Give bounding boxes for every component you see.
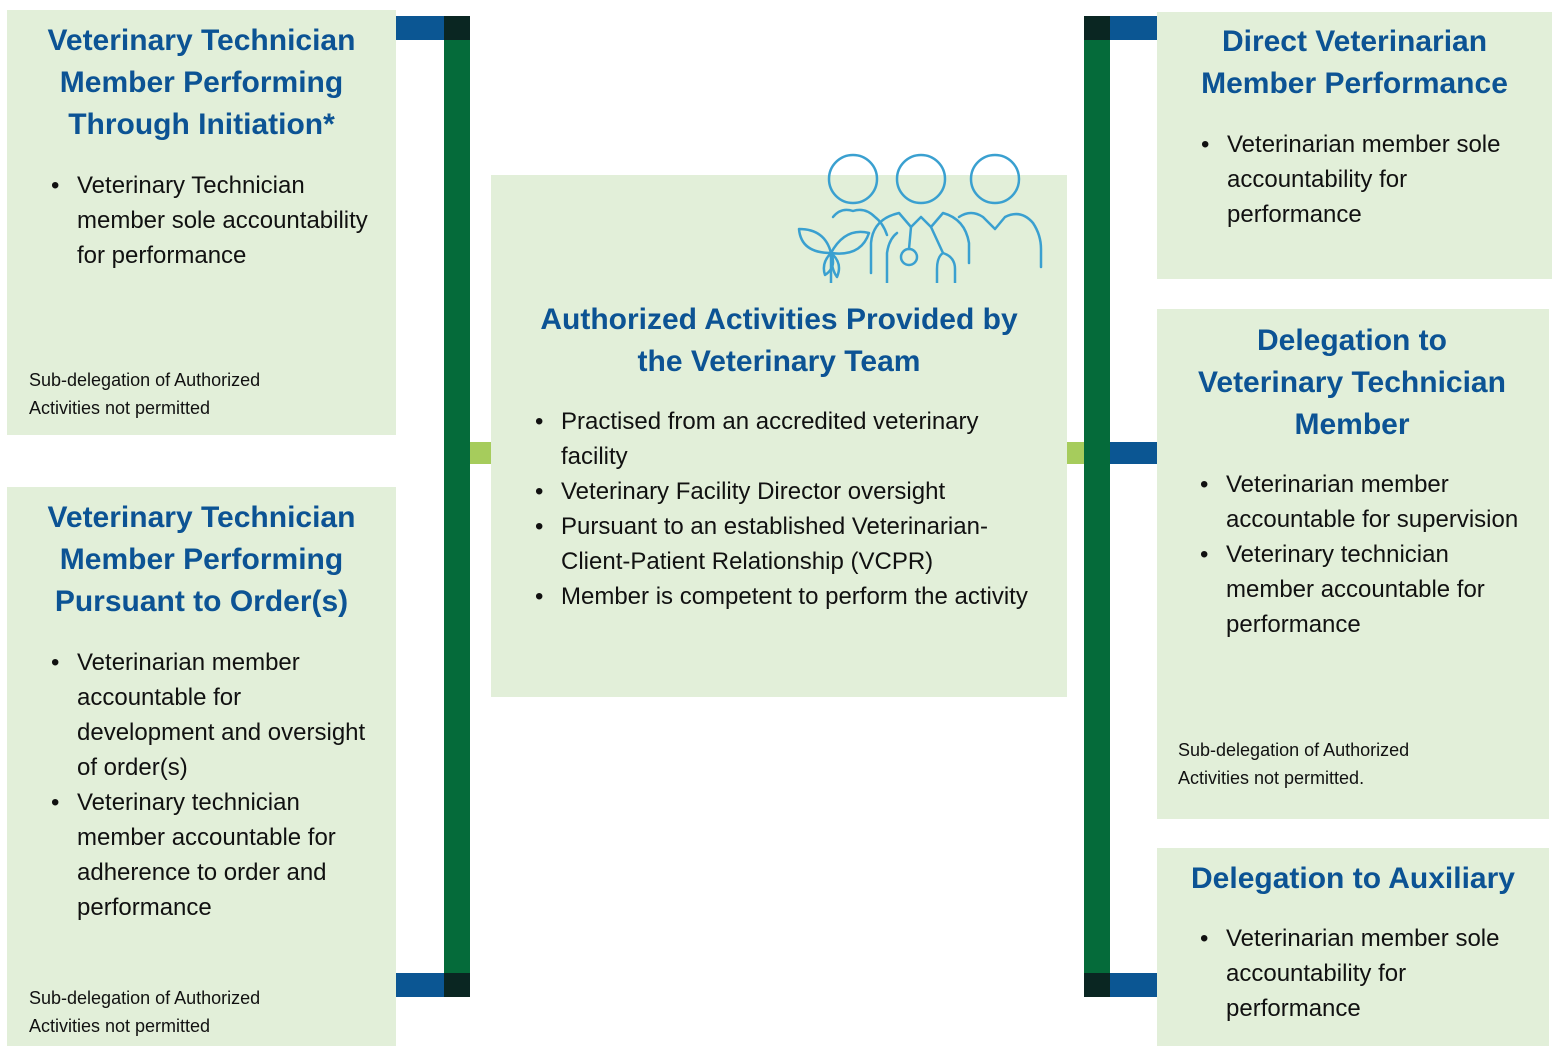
left-bracket-top-cap [444, 16, 470, 40]
list-item: Veterinarian member sole accountability … [1180, 921, 1500, 1026]
list-item: Member is competent to perform the activ… [515, 579, 1045, 614]
center-title: Authorized Activities Provided by the Ve… [540, 303, 1018, 378]
left-box-initiation: Veterinary Technician Member Performing … [7, 10, 396, 435]
bullet-list: Veterinary Technician member sole accoun… [31, 168, 371, 273]
left-bracket-top-arm [396, 16, 444, 40]
right-connector [1066, 442, 1084, 464]
left-bracket-bottom-arm [396, 973, 444, 997]
veterinary-team-icon [797, 153, 1043, 283]
box-title: Delegation to Auxiliary [1191, 862, 1515, 895]
left-connector [470, 442, 492, 464]
list-item: Practised from an accredited veterinary … [515, 404, 1045, 474]
list-item: Veterinary technician member accountable… [1180, 537, 1530, 642]
list-item: Veterinarian member accountable for supe… [1180, 467, 1530, 537]
right-box-direct-performance: Direct Veterinarian Member Performance V… [1157, 12, 1552, 279]
right-bracket-bottom-cap [1084, 973, 1110, 997]
left-bracket-spine [444, 40, 470, 974]
right-bracket-spine [1084, 40, 1110, 974]
sub-delegation-note: Sub-delegation of Authorized Activities … [29, 370, 261, 418]
bullet-list: Veterinarian member sole accountability … [1181, 127, 1501, 232]
list-item: Veterinary Facility Director oversight [515, 474, 1045, 509]
bullet-list: Veterinarian member accountable for deve… [31, 645, 379, 925]
right-bracket-bottom-arm [1110, 973, 1158, 997]
center-box-authorized-activities: Authorized Activities Provided by the Ve… [491, 153, 1067, 697]
right-box-delegation-auxiliary: Delegation to Auxiliary Veterinarian mem… [1157, 848, 1549, 1046]
list-item: Pursuant to an established Veterinarian-… [515, 509, 1045, 579]
list-item: Veterinarian member accountable for deve… [31, 645, 379, 785]
left-box-orders: Veterinary Technician Member Performing … [7, 487, 396, 1046]
right-bracket-top-arm [1110, 16, 1158, 40]
right-bracket-middle-arm [1110, 442, 1158, 464]
left-bracket-bottom-cap [444, 973, 470, 997]
list-item: Veterinarian member sole accountability … [1181, 127, 1501, 232]
center-bullet-list: Practised from an accredited veterinary … [515, 404, 1045, 614]
box-title: Veterinary Technician Member Performing … [47, 24, 356, 141]
sub-delegation-note: Sub-delegation of Authorized Activities … [1178, 740, 1410, 788]
right-bracket-top-cap [1084, 16, 1110, 40]
bullet-list: Veterinarian member accountable for supe… [1180, 467, 1530, 642]
list-item: Veterinary Technician member sole accoun… [31, 168, 371, 273]
box-title: Direct Veterinarian Member Performance [1201, 25, 1508, 100]
right-box-delegation-technician: Delegation to Veterinary Technician Memb… [1157, 309, 1549, 819]
bullet-list: Veterinarian member sole accountability … [1180, 921, 1500, 1026]
list-item: Veterinary technician member accountable… [31, 785, 379, 925]
box-title: Veterinary Technician Member Performing … [47, 501, 356, 618]
box-title: Delegation to Veterinary Technician Memb… [1198, 324, 1506, 441]
sub-delegation-note: Sub-delegation of Authorized Activities … [29, 988, 261, 1036]
